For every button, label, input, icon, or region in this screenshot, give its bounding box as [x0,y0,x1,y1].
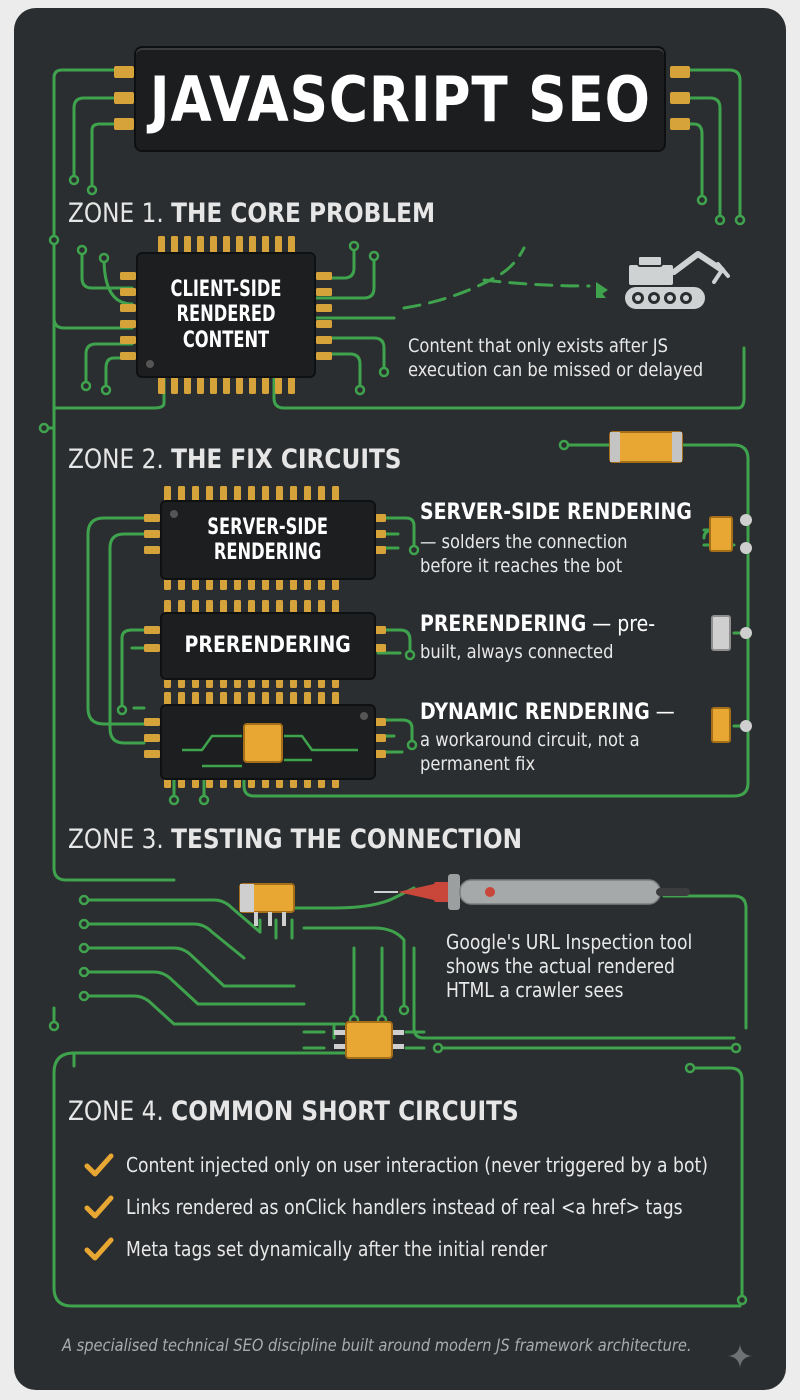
item-text: Content injected only on user interactio… [126,1153,708,1177]
zone-1-heading: ZONE 1. THE CORE PROBLEM [68,198,495,229]
zone-2-title: THE FIX CIRCUITS [171,444,402,475]
zone-1-label: ZONE 1. [68,198,164,229]
zone-4-label: ZONE 4. [68,1096,164,1127]
dynamic-title-rest: — [649,700,675,725]
zone-3-title: TESTING THE CONNECTION [171,824,523,855]
prerendering-label-title: PRERENDERING — pre- [420,612,693,637]
ic-component-icon [334,1021,404,1059]
zone-2-heading: ZONE 2. THE FIX CIRCUITS [68,444,456,475]
circuit-traces [38,68,752,1308]
multimeter-probe-icon [374,874,690,910]
desc-line: permanent fix [420,753,536,775]
check-icon [84,1237,114,1261]
short-circuit-item: Content injected only on user interactio… [84,1152,786,1178]
zone-1-title: THE CORE PROBLEM [171,198,436,229]
zone-4-title: COMMON SHORT CIRCUITS [171,1096,519,1127]
ssr-label-title: SERVER-SIDE RENDERING [420,500,736,525]
footer-tagline: A specialised technical SEO discipline b… [62,1336,786,1356]
prerender-title-rest: — pre- [586,612,656,637]
chip-orientation-dot [146,360,154,368]
zone-3-heading: ZONE 3. TESTING THE CONNECTION [68,824,596,855]
chip-line: RENDERING [214,540,322,565]
chip-line: RENDERED [176,302,276,328]
desc-line: HTML a crawler sees [446,978,624,1002]
ssr-title-text: SERVER-SIDE RENDERING [420,500,692,525]
dynamic-title-text: DYNAMIC RENDERING [420,700,650,725]
short-circuit-item: Meta tags set dynamically after the init… [84,1236,616,1262]
dynamic-rendering-chip [160,704,376,780]
check-icon [84,1195,114,1219]
title-chip-pins [114,66,690,130]
prerender-title-text: PRERENDERING [420,612,587,637]
transistor-icon [239,883,295,926]
client-side-rendered-chip: CLIENT-SIDE RENDERED CONTENT [136,252,316,378]
prerendering-chip: PRERENDERING [160,612,376,680]
sparkle-icon [728,1344,752,1368]
circuit-board: JAVASCRIPT SEO ZONE 1. THE CORE PROBLEM … [14,8,786,1390]
page-title: JAVASCRIPT SEO [149,62,651,136]
prerendering-description: built, always connected [420,640,645,664]
zone-4-heading: ZONE 4. COMMON SHORT CIRCUITS [68,1096,592,1127]
item-text: Meta tags set dynamically after the init… [126,1237,548,1261]
chip-line: SERVER-SIDE [207,514,329,540]
desc-line: a workaround circuit, not a [420,729,640,751]
desc-line: Google's URL Inspection tool [446,930,693,954]
desc-line: before it reaches the bot [420,555,623,577]
desc-line: built, always connected [420,641,614,663]
dynamic-label-title: DYNAMIC RENDERING — [420,700,716,725]
dynamic-chip-inner-circuit [182,712,368,768]
zone-2-label: ZONE 2. [68,444,164,475]
chip-line: PRERENDERING [184,633,352,659]
item-text: Links rendered as onClick handlers inste… [126,1195,683,1219]
title-chip: JAVASCRIPT SEO [134,46,666,152]
desc-line: — solders the connection [420,531,628,553]
desc-line: execution can be missed or delayed [408,359,704,381]
chip-orientation-dot [170,510,178,518]
footer-text: A specialised technical SEO discipline b… [62,1336,692,1356]
desc-line: shows the actual rendered [446,954,675,978]
crawler-robot-icon [596,251,730,311]
zone-3-label: ZONE 3. [68,824,164,855]
check-icon [84,1153,114,1177]
desc-line: Content that only exists after JS [408,335,668,357]
chip-line: CONTENT [182,327,270,353]
chip-line: CLIENT-SIDE [170,277,282,303]
zone-1-chip-pins [120,236,332,394]
short-circuit-item: Links rendered as onClick handlers inste… [84,1194,773,1220]
